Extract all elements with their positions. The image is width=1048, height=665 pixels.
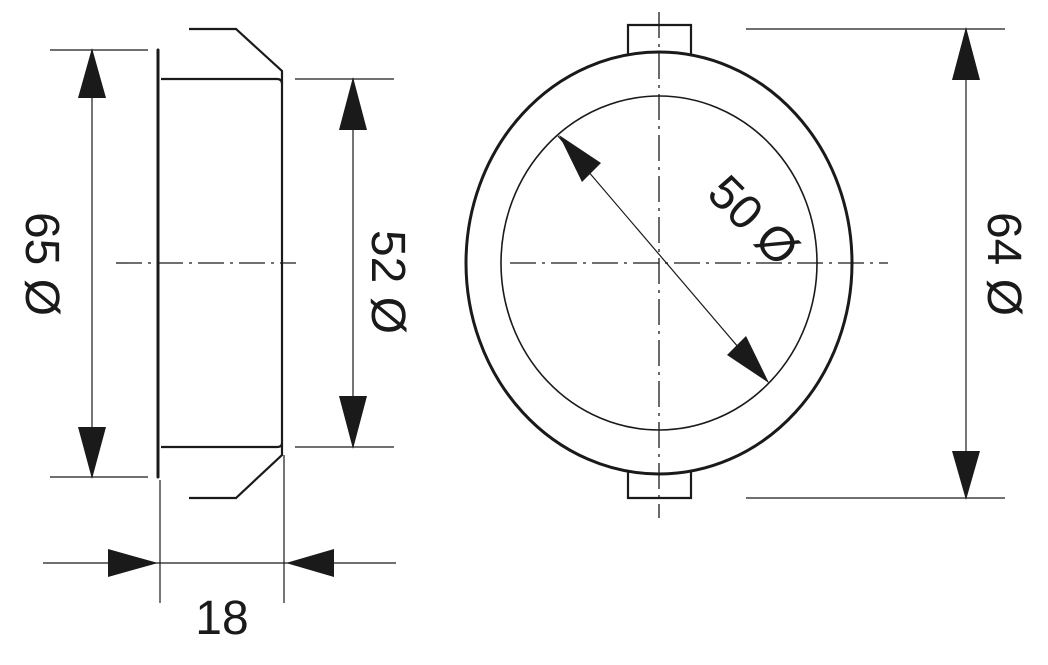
arrow-left-icon — [286, 549, 334, 577]
dimension-52: 52 Ø — [295, 77, 414, 449]
dimension-64: 64 Ø — [746, 27, 1030, 500]
arrow-up-icon — [339, 77, 367, 130]
dimension-65: 65 Ø — [15, 48, 148, 479]
arrow-down-icon — [78, 427, 106, 479]
arrow-down-icon — [339, 396, 367, 449]
label-18-depth: 18 — [195, 592, 248, 645]
label-52-diameter: 52 Ø — [361, 230, 414, 334]
arrow-up-icon — [78, 48, 106, 98]
arrow-diagonal-up-icon — [559, 135, 601, 182]
arrow-down-icon — [952, 451, 980, 500]
arrow-diagonal-down-icon — [727, 336, 769, 383]
dimension-50: 50 Ø — [557, 135, 808, 383]
front-view: 50 Ø 64 Ø — [464, 12, 1030, 518]
label-50-diameter: 50 Ø — [697, 166, 808, 277]
side-view: 65 Ø 52 Ø 18 — [15, 27, 414, 645]
arrow-up-icon — [952, 27, 980, 80]
bottom-lip — [189, 443, 284, 500]
label-64-diameter: 64 Ø — [977, 212, 1030, 316]
dimension-18: 18 — [43, 455, 396, 645]
arrow-right-icon — [108, 549, 158, 577]
label-65-diameter: 65 Ø — [15, 212, 68, 316]
top-lip — [189, 27, 284, 84]
